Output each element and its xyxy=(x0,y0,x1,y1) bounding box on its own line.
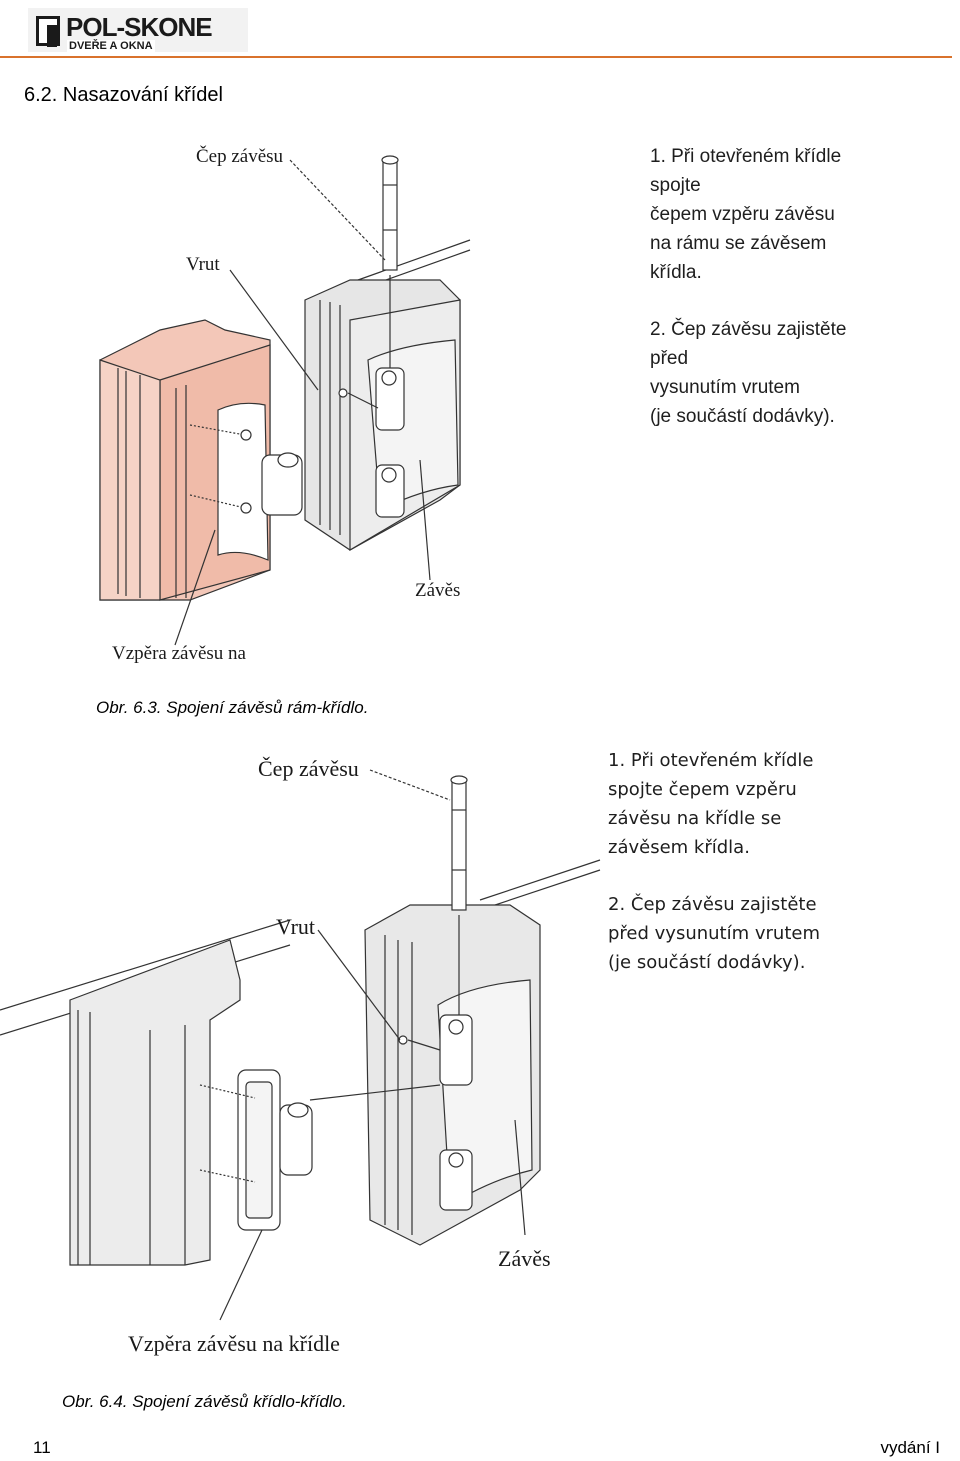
logo-mark-icon xyxy=(36,16,60,47)
label-brace: Vzpěra závěsu na xyxy=(112,643,247,664)
line: (je součástí dodávky). xyxy=(650,406,835,427)
label-hinge: Závěs xyxy=(498,1246,551,1271)
line: čepem vzpěru závěsu xyxy=(650,204,835,225)
line: spojte čepem vzpěru xyxy=(608,779,797,800)
line: 1. Při otevřeném křídle xyxy=(650,146,842,167)
instructions-b: 1. Při otevřeném křídle spojte čepem vzp… xyxy=(608,746,908,1005)
header-divider xyxy=(0,56,952,58)
line: 1. Při otevřeném křídle xyxy=(608,750,814,771)
label-hinge: Závěs xyxy=(415,580,460,601)
label-pin: Čep závěsu xyxy=(196,145,284,167)
instruction-step-1: 1. Při otevřeném křídle spojte čepem vzp… xyxy=(650,142,930,287)
line: závěsu na křídle se xyxy=(608,808,782,829)
logo-name: POL-SKONE xyxy=(66,12,213,42)
label-screw: Vrut xyxy=(276,914,315,939)
hinge-diagram-sash-sash: Čep závěsu Vrut Závěs Vzpěra závěsu na k… xyxy=(0,756,601,1356)
edition-label: vydání I xyxy=(880,1438,940,1457)
line: před xyxy=(650,348,689,369)
instruction-step-1: 1. Při otevřeném křídle spojte čepem vzp… xyxy=(608,746,908,862)
left-sash-profile xyxy=(69,939,241,1266)
line: na rámu se závěsem xyxy=(650,233,827,254)
company-logo: POL-SKONE DVEŘE A OKNA xyxy=(28,8,248,52)
section-title: 6.2. Nasazování křídel xyxy=(24,84,223,106)
logo-tagline: DVEŘE A OKNA xyxy=(67,40,155,52)
line: 2. Čep závěsu zajistěte xyxy=(608,894,817,915)
figure-caption-b: Obr. 6.4. Spojení závěsů křídlo-křídlo. xyxy=(62,1392,347,1411)
line: (je součástí dodávky). xyxy=(608,952,806,973)
line: 2. Čep závěsu zajistěte xyxy=(650,319,847,340)
line: křídla. xyxy=(650,262,702,283)
label-screw: Vrut xyxy=(186,254,220,275)
line: před vysunutím vrutem xyxy=(608,923,821,944)
figure-caption-a: Obr. 6.3. Spojení závěsů rám-křídlo. xyxy=(96,698,369,717)
label-pin: Čep závěsu xyxy=(258,756,359,781)
label-brace: Vzpěra závěsu na křídle xyxy=(128,1331,340,1356)
line: vysunutím vrutem xyxy=(650,377,800,398)
instructions-a: 1. Při otevřeném křídle spojte čepem vzp… xyxy=(650,142,930,459)
page-number: 11 xyxy=(33,1438,51,1457)
line: spojte xyxy=(650,175,701,196)
instruction-step-2: 2. Čep závěsu zajistěte před vysunutím v… xyxy=(650,315,930,431)
instruction-step-2: 2. Čep závěsu zajistěte před vysunutím v… xyxy=(608,890,908,977)
line: závěsem křídla. xyxy=(608,837,750,858)
hinge-diagram-frame-sash: Čep závěsu Vrut Závěs Vzpěra závěsu na xyxy=(99,145,471,664)
